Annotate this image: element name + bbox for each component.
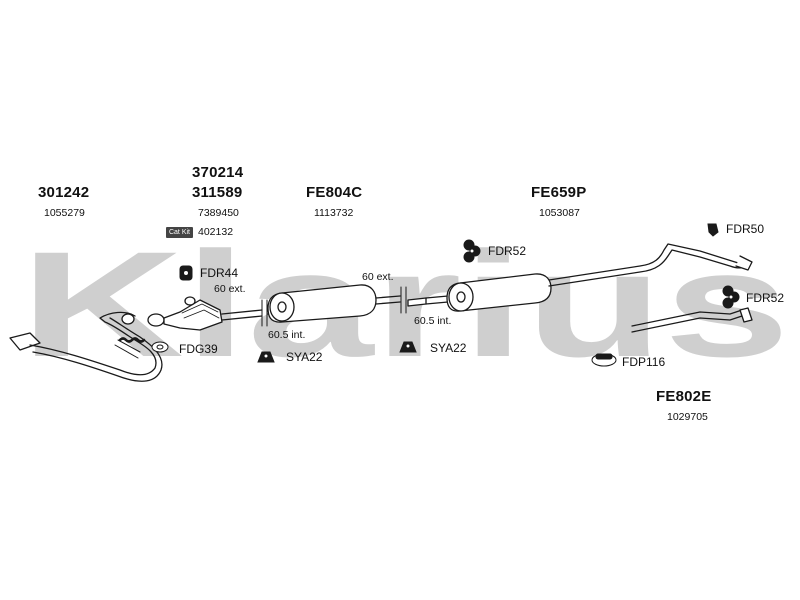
catkit-ref: 402132: [198, 226, 234, 238]
tailpipe: [631, 307, 753, 333]
part-label-fdr44: FDR44: [200, 266, 239, 280]
center-silencer: [267, 284, 407, 323]
part-label-fdr52: FDR52: [488, 244, 527, 258]
clamp-icon-left: [257, 351, 275, 363]
dimension-ext: 60 ext.: [214, 283, 246, 295]
part-code-311589: 311589: [192, 184, 243, 201]
rear-silencer: [407, 243, 753, 312]
part-code-FE802E: FE802E: [656, 388, 712, 405]
rubber-mount-icon-3: [722, 285, 740, 309]
catalytic-converter: [147, 296, 268, 331]
clamp-icon-right: [399, 341, 417, 353]
watermark-text: Klarius: [20, 220, 790, 388]
band-clamp-icon: [591, 353, 617, 367]
dimension-int: 60.5 int.: [414, 315, 452, 327]
part-label-fdr50: FDR50: [726, 222, 765, 236]
rubber-mount-icon-2: [463, 239, 481, 263]
gasket-icon: [151, 341, 169, 353]
ref-number: 1053087: [539, 207, 580, 219]
part-label-fdr52: FDR52: [746, 291, 785, 305]
part-label-sya22: SYA22: [430, 341, 467, 355]
dimension-ext: 60 ext.: [362, 271, 394, 283]
part-code-FE804C: FE804C: [306, 184, 363, 201]
dimension-int: 60.5 int.: [268, 329, 306, 341]
part-code-301242: 301242: [38, 184, 90, 201]
rubber-mount-icon: [179, 265, 193, 281]
hanger-icon: [707, 223, 719, 237]
part-label-fdg39: FDG39: [179, 342, 218, 356]
front-downpipe: [9, 311, 163, 382]
ref-number: 7389450: [198, 207, 239, 219]
ref-number: 1113732: [314, 207, 354, 219]
ref-number: 1055279: [44, 207, 85, 219]
part-label-fdp116: FDP116: [622, 355, 666, 369]
ref-number: 1029705: [667, 411, 708, 423]
part-label-sya22: SYA22: [286, 350, 323, 364]
part-code-FE659P: FE659P: [531, 184, 587, 201]
catkit-badge: Cat Kit: [166, 227, 193, 238]
part-code-370214: 370214: [192, 164, 244, 181]
